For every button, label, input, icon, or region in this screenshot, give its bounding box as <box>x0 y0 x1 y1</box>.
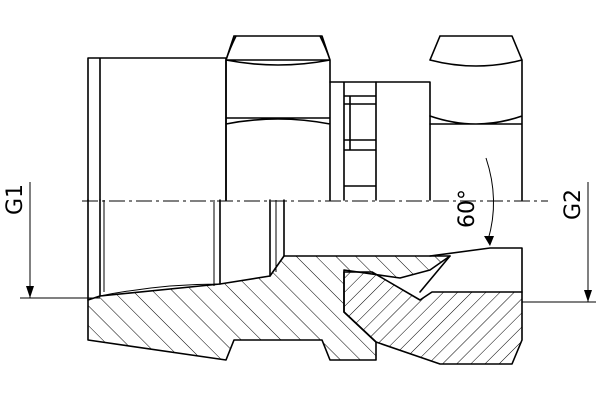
angle-annotation: 60° <box>455 157 494 246</box>
g2-label: G2 <box>561 189 586 220</box>
right-hex-nut <box>429 35 523 201</box>
thread-lines <box>99 200 277 297</box>
internal-bore <box>87 199 523 301</box>
section-nut-right <box>343 271 523 365</box>
angle-label: 60° <box>455 189 480 228</box>
section-view <box>87 199 523 365</box>
g1-label: G1 <box>3 184 28 215</box>
right-shoulder <box>375 81 431 201</box>
left-hex-nut <box>225 35 331 201</box>
dimension-g2: G2 <box>522 182 596 303</box>
neck-collar <box>329 81 377 201</box>
left-sleeve-outline <box>87 57 227 201</box>
exterior-view <box>87 35 523 201</box>
dimension-g1: G1 <box>3 182 100 299</box>
